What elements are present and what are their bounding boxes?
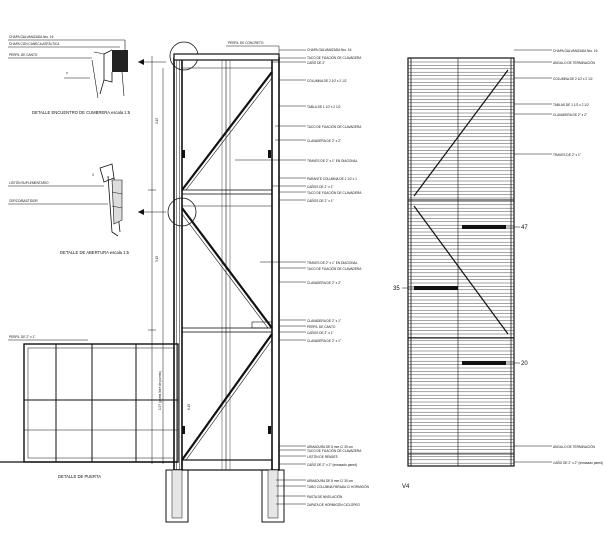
- section-callout: TRAVES DE 2" x 1" EN DIAGONAL: [307, 159, 358, 163]
- section-callout: LISTÓN DE REMATE: [307, 454, 338, 459]
- section-callout: ARMADURA DE 6 mm C/ 30 cm: [307, 445, 353, 449]
- section-callout: TACO DE FIJACIÓN DE CLAVADERA: [307, 190, 362, 195]
- dimension-text: n: [66, 71, 68, 75]
- marker-number: 20: [521, 361, 528, 367]
- door-detail: [0, 339, 179, 463]
- elevation-callout: ÁNGULO DE TERMINACIÓN: [553, 444, 596, 449]
- view-label: V4: [402, 484, 410, 490]
- roof-cap: [173, 53, 280, 61]
- door-detail-title: DETALLE DE PUERTA: [58, 474, 101, 479]
- section-callout: CAÑO DE 2": [307, 60, 325, 65]
- elevation-callout: TABLAS DE 1 1/2 x 2 1/2: [553, 103, 589, 107]
- floor-beam: [181, 459, 273, 471]
- section-callout: COLUMNA DE 2 1/2 x 2 1/2: [307, 79, 347, 83]
- section-callout: CLAVADERA DE 2" x 1": [307, 319, 341, 323]
- section-callout: TACO DE FIJACIÓN DE CLAVADERA: [307, 448, 362, 453]
- dimension-label: 6.15: [187, 404, 191, 410]
- elevation-marker-bar: [462, 361, 506, 365]
- section-callout: TRAVES DE 2" x 1" EN DIAGONAL: [307, 261, 358, 265]
- section-callout: PERFIL DE CONCRETO: [228, 41, 264, 45]
- elevation-slats: [408, 61, 514, 464]
- elevation-outline: [407, 57, 515, 467]
- section-callout: CLAVADERA DE 2" x 2": [307, 139, 341, 143]
- section-callout: TUBO COLUMNA PARADA C/ HORMIGÓN: [307, 484, 370, 489]
- section-callout: CAÑOS DE 2" x 1": [307, 198, 334, 203]
- dimension-label: 3.15: [155, 118, 159, 124]
- left-callout: CHAPA GALVANIZADA Nro. 16: [9, 35, 54, 39]
- left-callout: CHAPA CON CANECA ASFÁLTICA: [9, 42, 60, 46]
- building-elevation: [402, 57, 520, 467]
- section-callouts: PERFIL DE CONCRETO CHAPA GALVANIZADA Nro…: [228, 41, 370, 507]
- section-callout: ZAPATA DE HORMIGÓN CICLÓPEO: [307, 502, 360, 507]
- section-callout: TACO DE FIJACIÓN DE CLAVADERA: [307, 266, 362, 271]
- section-callout: CHAPA GALVANIZADA Nro. 16: [307, 48, 352, 52]
- left-callout: PERFIL DE CANTO: [9, 53, 38, 57]
- section-callout: CAÑOS DE 2" x 1": [307, 330, 334, 335]
- elevation-callout: CLAVADERA DE 2" x 2": [553, 113, 587, 117]
- section-callout: CAÑO DE 2" x 2" (enrasado pared): [307, 462, 357, 467]
- left-callout: PERFIL DE 2" x 1": [9, 335, 35, 339]
- marker-number: 47: [521, 225, 528, 231]
- section-callout: TACO DE FIJACIÓN DE CLAVADERA: [307, 124, 362, 129]
- dimension-label: 3.15: [155, 256, 159, 262]
- dimension-label: 1.97 (pared libre de puerta): [158, 371, 162, 410]
- elevation-marker-bar: [414, 286, 458, 290]
- elevation-callouts: CHAPA GALVANIZADA Nro. 16 ÁNGULO DE TERM…: [553, 49, 603, 465]
- section-callout: CLAVADERA DE 2" x 2": [307, 281, 341, 285]
- section-callout: CLAVADERA DE 2" x 1": [307, 339, 341, 343]
- left-callout: LISTÓN SUPLEMENTARIO: [9, 180, 49, 185]
- elevation-callout: CHAPA GALVANIZADA Nro. 16: [553, 49, 598, 53]
- rail: [181, 189, 273, 195]
- opening-detail-title: DETALLE DE ABERTURA escala 1:5: [60, 250, 130, 255]
- elevation-callout: CAÑO DE 2" x 2" (enrasado pared): [553, 460, 603, 465]
- left-callout: CERCO/BASTIDOR: [9, 199, 38, 203]
- elevation-leaders: [514, 49, 552, 463]
- section-callout: TABLA DE 1 1/2 x 2 1/2: [307, 105, 341, 109]
- section-callout: PERFIL DE CANTO: [307, 325, 336, 329]
- dimension-text: 3: [92, 173, 94, 177]
- section-callout: PASTA DE NIVELACIÓN: [307, 494, 343, 499]
- section-callout: TACO DE FIJACIÓN DE CLAVADERA: [307, 55, 362, 60]
- marker-number: 35: [393, 286, 400, 292]
- elevation-callout: TRAVES DE 2" x 1": [553, 153, 581, 157]
- section-callout: CAÑOS DE 2" x 1": [307, 184, 334, 189]
- section-callout: ARMADURA DE 8 mm C/ 30 cm: [307, 479, 353, 483]
- roof-detail-title: DETALLE ENCUENTRO DE CUMBRERA escala 1:5: [32, 110, 131, 115]
- elevation-callout: COLUMNA DE 2 1/2 x 2 1/2: [553, 77, 593, 81]
- building-section: [148, 53, 285, 523]
- elevation-callout: ÁNGULO DE TERMINACIÓN: [553, 60, 596, 65]
- opening-detail: 3: [8, 163, 123, 237]
- section-leaders: [226, 45, 306, 505]
- elevation-marker-bar: [462, 225, 506, 229]
- roof-ridge-detail: n: [8, 39, 128, 99]
- corrugated-sheet-profile: [112, 50, 128, 72]
- section-callout: PARANTE COLUMNA DE 2 1/2 x 1: [307, 177, 357, 181]
- rail: [181, 327, 273, 333]
